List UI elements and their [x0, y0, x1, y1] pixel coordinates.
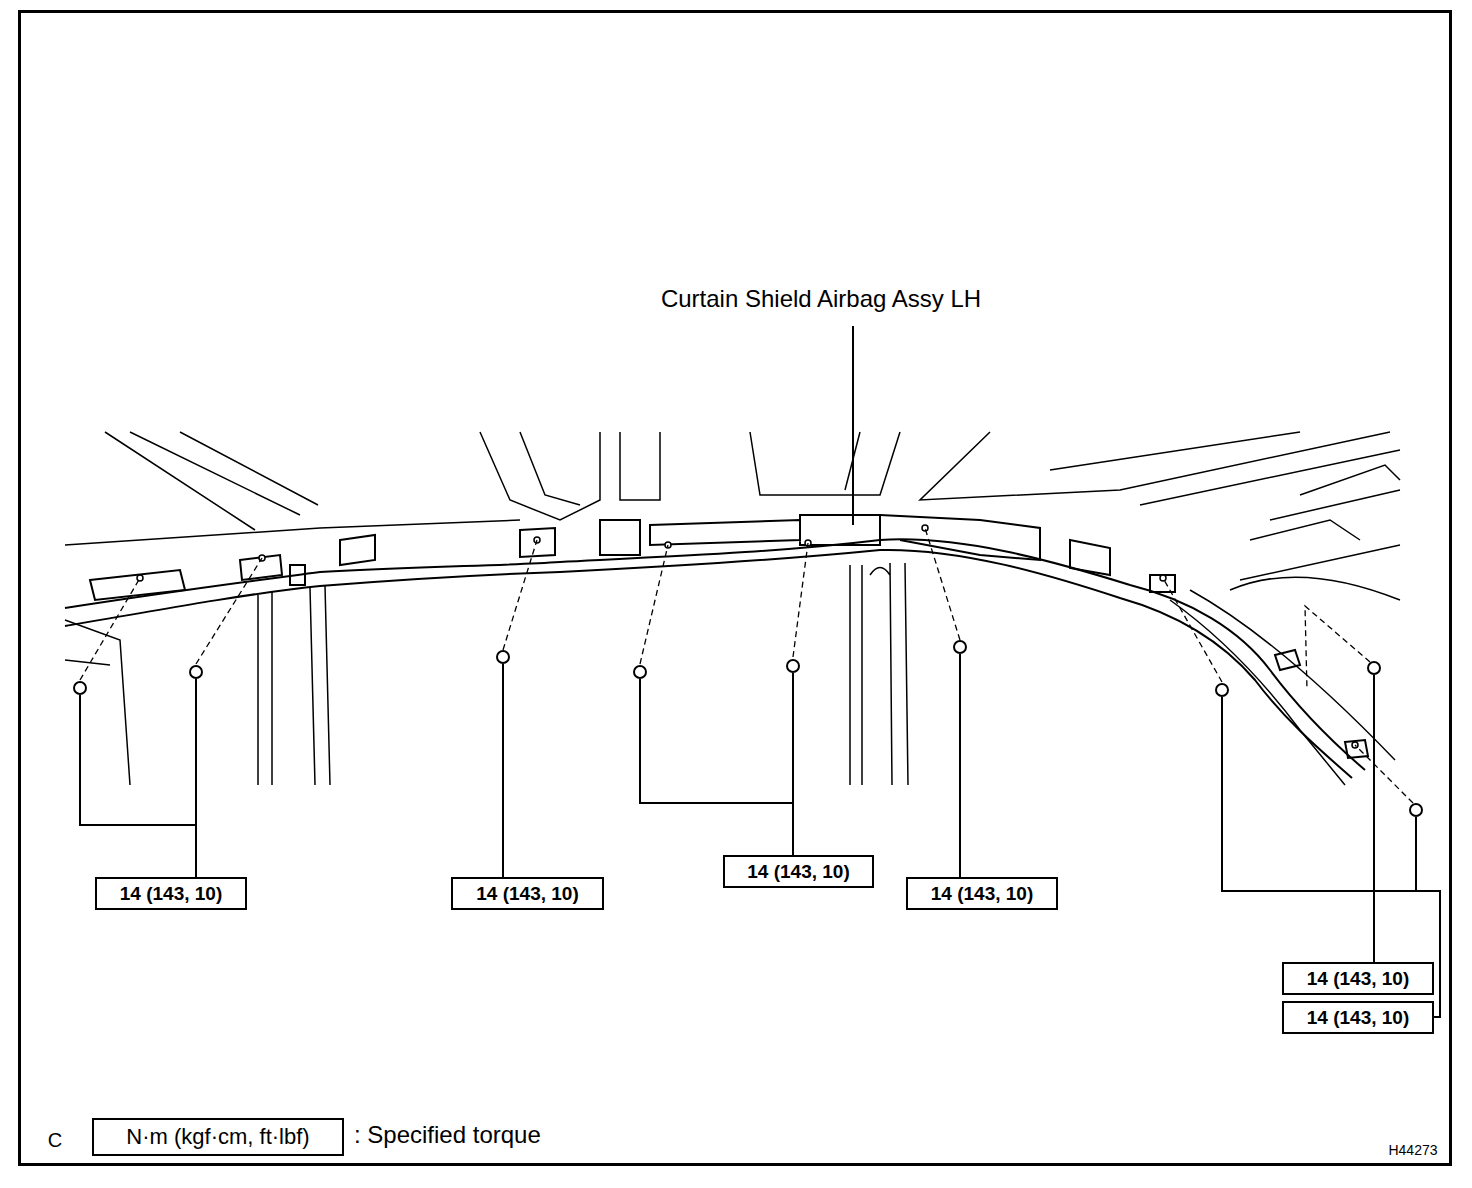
curtain-airbag: [65, 515, 1368, 778]
torque-box: 14 (143, 10): [95, 877, 247, 910]
torque-box: 14 (143, 10): [451, 877, 604, 910]
torque-value: 14 (143, 10): [120, 883, 222, 905]
figure-code: H44273: [1386, 1142, 1439, 1158]
bolt-symbols: [74, 641, 1422, 816]
torque-value: 14 (143, 10): [476, 883, 578, 905]
torque-box: 14 (143, 10): [723, 855, 874, 888]
torque-box: 14 (143, 10): [906, 877, 1058, 910]
bolt-guide-lines: [80, 528, 1413, 803]
frame: [20, 12, 1451, 1165]
torque-box: 14 (143, 10): [1282, 962, 1434, 995]
unit-text: N·m (kgf·cm, ft·lbf): [126, 1124, 309, 1150]
torque-value: 14 (143, 10): [1307, 1007, 1409, 1029]
torque-value: 14 (143, 10): [931, 883, 1033, 905]
legend-unit-box: N·m (kgf·cm, ft·lbf): [92, 1118, 344, 1156]
part-name: Curtain Shield Airbag Assy LH: [659, 285, 983, 313]
leader-lines: [80, 326, 1416, 962]
torque-box: 14 (143, 10): [1282, 1001, 1434, 1034]
body-structure: [65, 432, 1400, 785]
torque-value: 14 (143, 10): [747, 861, 849, 883]
mount-points: [137, 525, 1358, 748]
figure-letter: C: [46, 1129, 64, 1152]
leader-line: [1416, 891, 1440, 1017]
torque-value: 14 (143, 10): [1307, 968, 1409, 990]
legend-text: : Specified torque: [352, 1121, 543, 1149]
